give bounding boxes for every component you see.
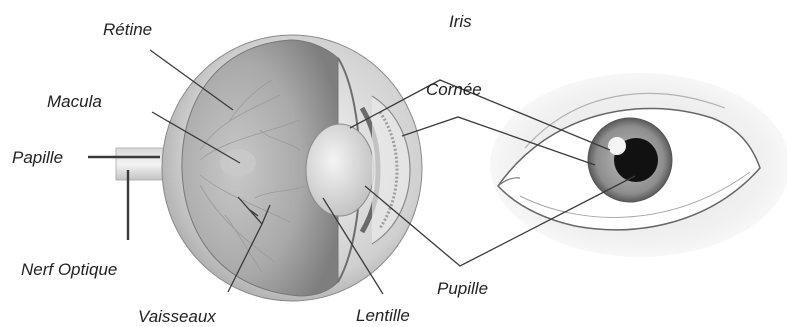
label-retine: Rétine — [103, 20, 152, 39]
lens-shape — [306, 124, 374, 216]
label-nerf-optique: Nerf Optique — [21, 260, 117, 279]
label-lentille: Lentille — [356, 306, 410, 325]
label-papille: Papille — [12, 148, 63, 167]
label-macula: Macula — [47, 92, 102, 111]
label-vaisseaux: Vaisseaux — [138, 307, 216, 326]
eye-highlight — [608, 137, 626, 155]
label-iris: Iris — [449, 12, 472, 31]
eye-exterior-view — [490, 73, 787, 257]
label-pupille: Pupille — [437, 279, 488, 298]
eyeball-cross-section — [116, 35, 422, 301]
label-cornee: Cornée — [426, 80, 482, 99]
macula-spot — [220, 149, 256, 177]
